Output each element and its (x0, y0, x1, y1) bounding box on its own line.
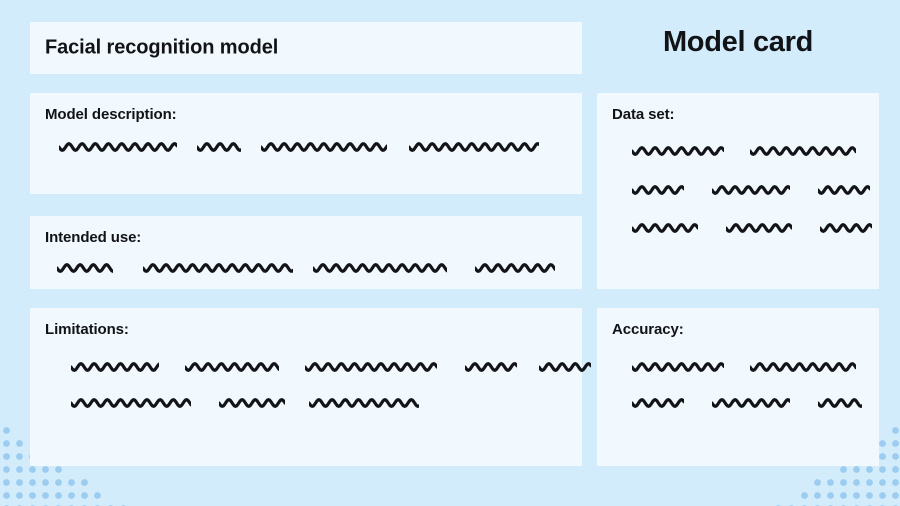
model-title-card[interactable]: Facial recognition model (30, 22, 582, 74)
placeholder-squiggle (305, 361, 437, 373)
placeholder-text-row (612, 182, 870, 198)
placeholder-text-row (45, 260, 555, 276)
accuracy-card[interactable]: Accuracy: (597, 308, 879, 466)
placeholder-squiggle (750, 145, 856, 157)
intended-use-label: Intended use: (45, 229, 142, 246)
placeholder-squiggle (185, 361, 279, 373)
placeholder-squiggle (465, 361, 517, 373)
model-description-label: Model description: (45, 106, 177, 123)
placeholder-squiggle (261, 141, 387, 153)
placeholder-squiggle (632, 222, 698, 234)
model-description-card[interactable]: Model description: (30, 93, 582, 194)
placeholder-squiggle (309, 397, 419, 409)
placeholder-squiggle (409, 141, 539, 153)
placeholder-squiggle (143, 262, 293, 274)
placeholder-squiggle (820, 222, 872, 234)
model-title-text: Facial recognition model (45, 36, 279, 59)
placeholder-text-row (612, 143, 856, 159)
placeholder-text-row (612, 359, 856, 375)
deck-title-text: Model card (662, 26, 814, 58)
placeholder-squiggle (59, 141, 177, 153)
placeholder-text-row (45, 139, 539, 155)
placeholder-squiggle (632, 361, 724, 373)
placeholder-squiggle (750, 361, 856, 373)
placeholder-text-row (612, 395, 862, 411)
accuracy-label: Accuracy: (612, 321, 684, 338)
limitations-card[interactable]: Limitations: (30, 308, 591, 466)
placeholder-squiggle (632, 397, 684, 409)
placeholder-squiggle (632, 184, 684, 196)
data-set-label: Data set: (612, 106, 675, 123)
placeholder-squiggle (313, 262, 447, 274)
placeholder-squiggle (818, 397, 862, 409)
placeholder-squiggle (712, 397, 790, 409)
placeholder-squiggle (632, 145, 724, 157)
data-set-card[interactable]: Data set: (597, 93, 879, 289)
intended-use-card[interactable]: Intended use: (30, 216, 582, 289)
placeholder-squiggle (219, 397, 285, 409)
placeholder-squiggle (71, 397, 191, 409)
placeholder-squiggle (71, 361, 159, 373)
placeholder-text-row (612, 220, 872, 236)
placeholder-text-row (45, 359, 591, 375)
limitations-label: Limitations: (45, 321, 129, 338)
placeholder-squiggle (726, 222, 792, 234)
placeholder-squiggle (197, 141, 241, 153)
placeholder-squiggle (57, 262, 113, 274)
placeholder-squiggle (712, 184, 790, 196)
placeholder-text-row (45, 395, 419, 411)
placeholder-squiggle (475, 262, 555, 274)
placeholder-squiggle (539, 361, 591, 373)
placeholder-squiggle (818, 184, 870, 196)
